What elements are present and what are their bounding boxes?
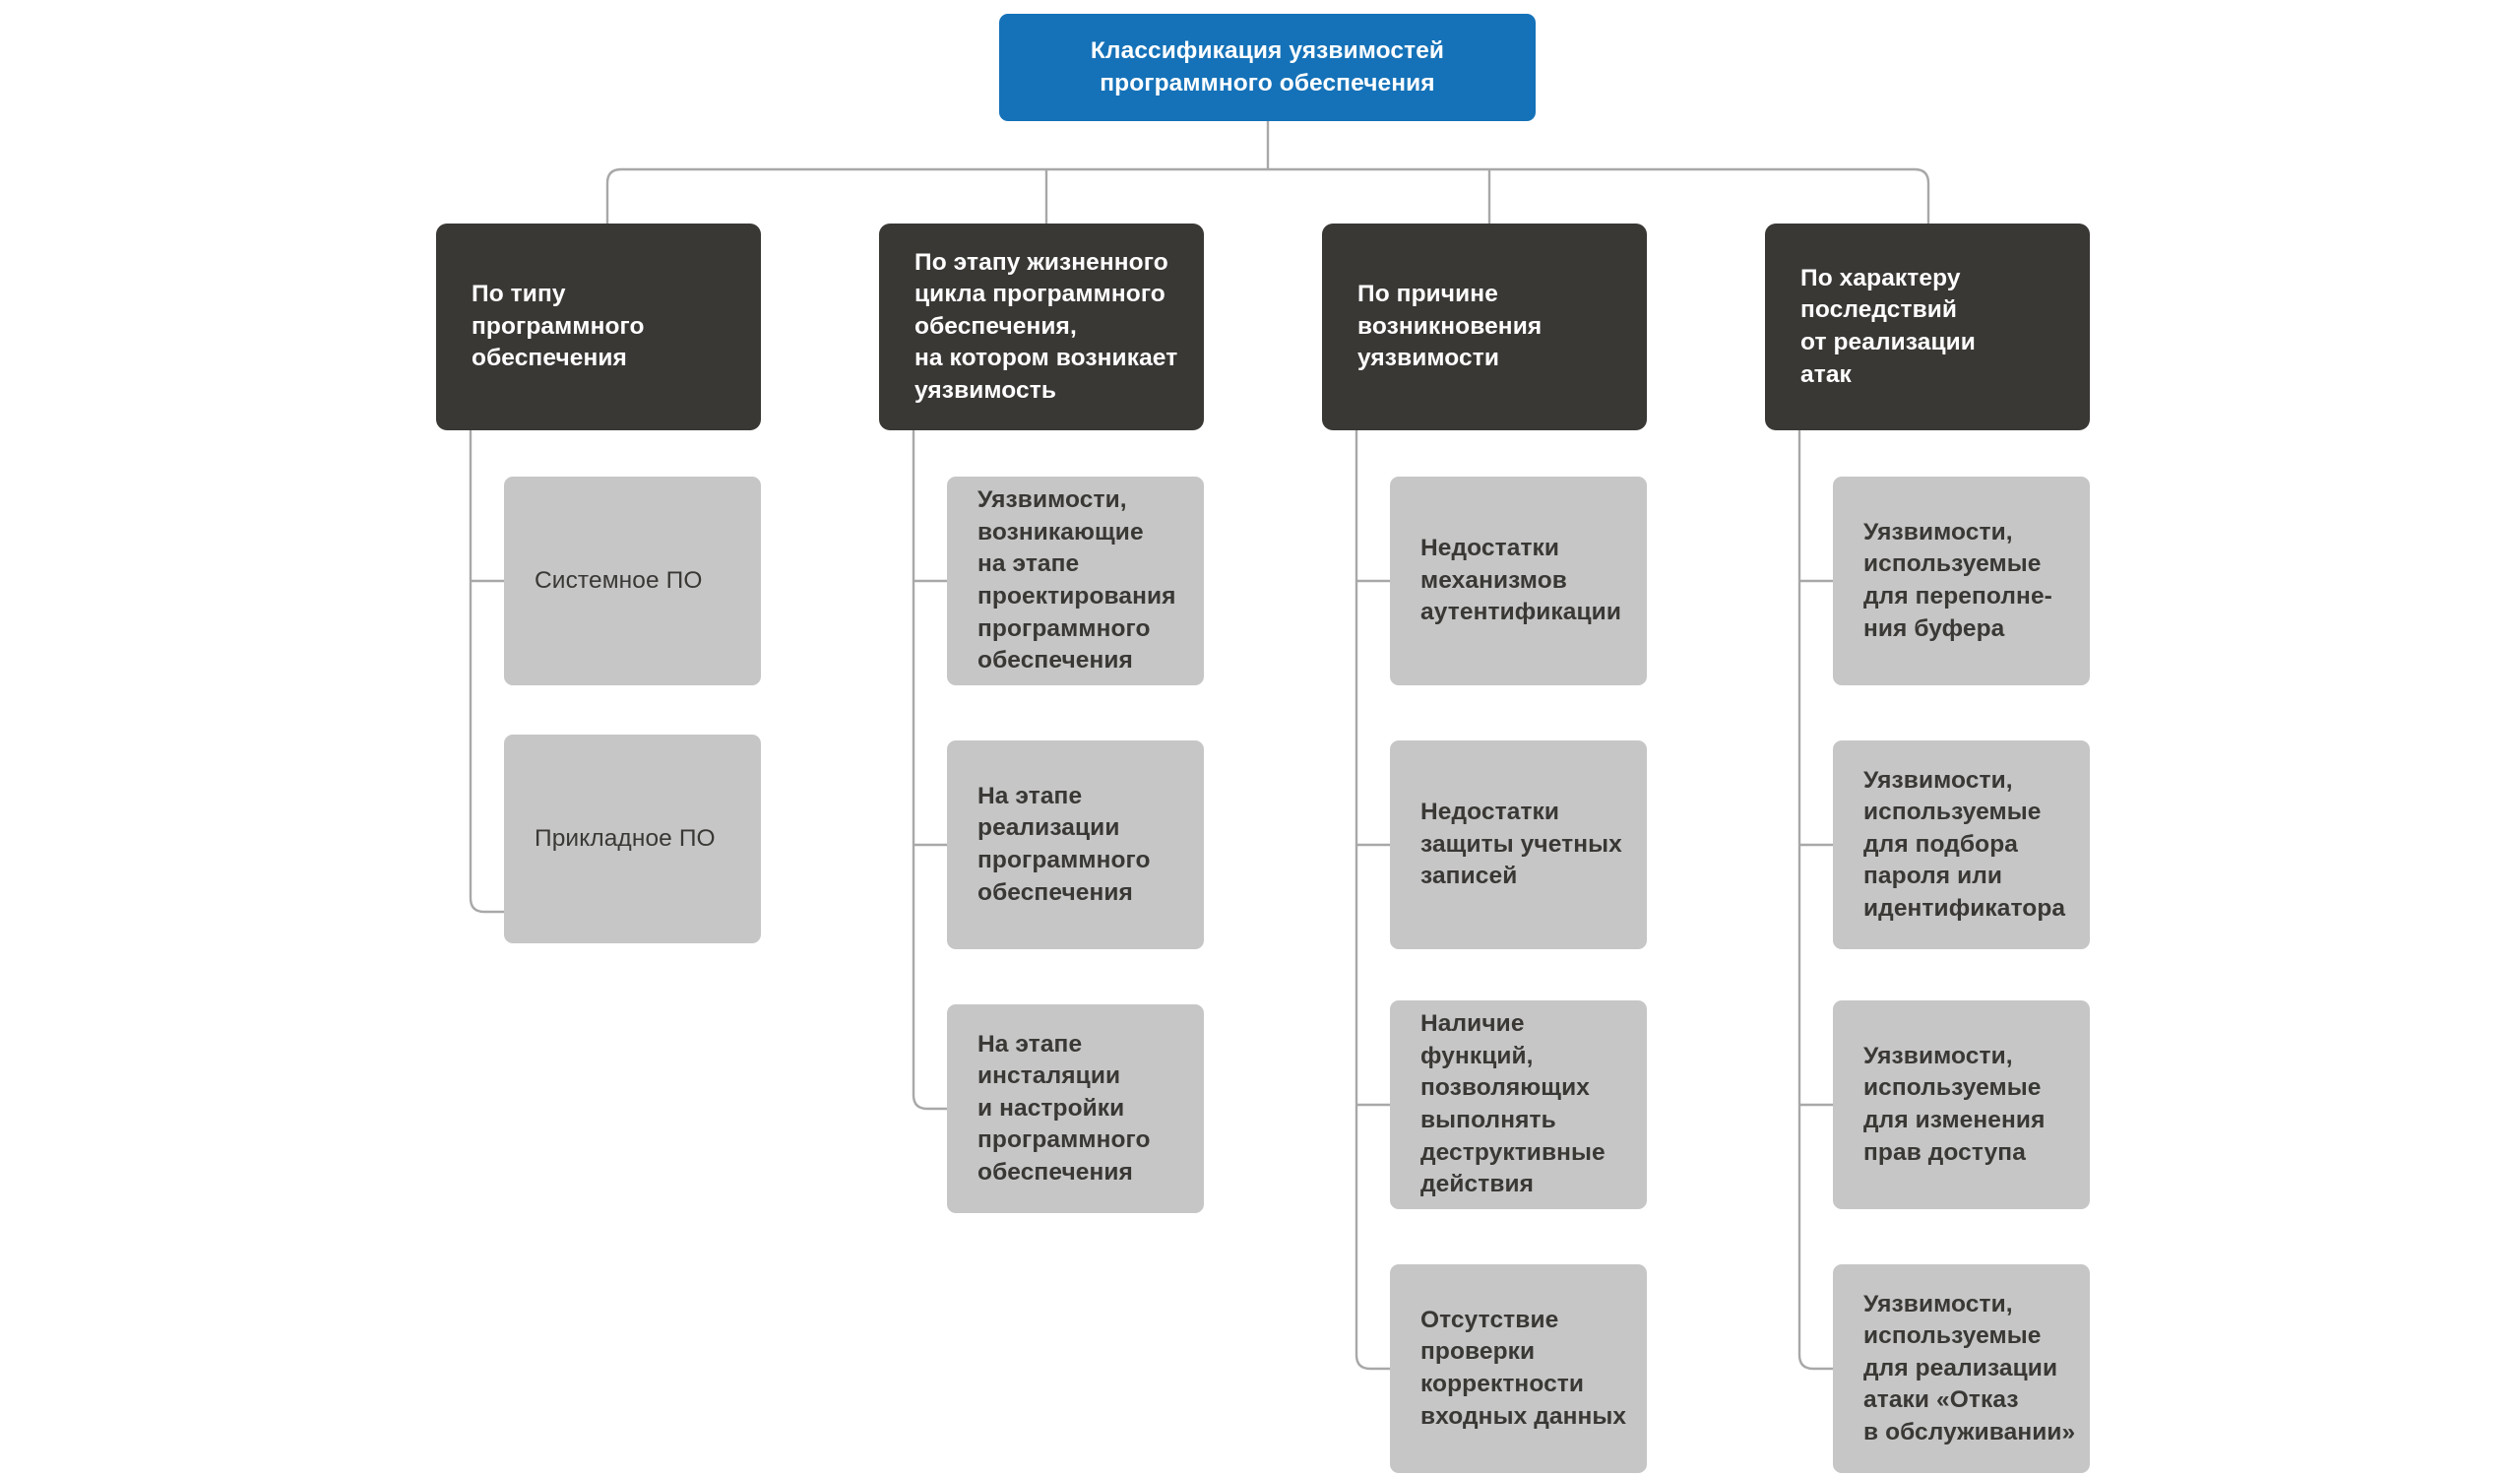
- connector-col2-trunk: [912, 430, 947, 1111]
- leaf-node-2-3-label: На этапе инсталяции и настройки программ…: [977, 1030, 1151, 1186]
- category-node-3-label: По причине возникновения уязвимости: [1357, 281, 1543, 372]
- connector-col1-trunk: [469, 430, 504, 914]
- leaf-node-3-2-label: Недостатки защиты учетных записей: [1420, 799, 1622, 890]
- leaf-node-4-4[interactable]: Уязвимости, используемые для реализации …: [1833, 1264, 2090, 1473]
- root-node-label: Классификация уязвимостей программного о…: [1090, 36, 1445, 96]
- leaf-node-4-3[interactable]: Уязвимости, используемые для изменения п…: [1833, 1000, 2090, 1209]
- leaf-node-2-2-label: На этапе реализации программного обеспеч…: [977, 782, 1151, 906]
- leaf-node-3-4[interactable]: Отсутствие проверки корректности входных…: [1390, 1264, 1647, 1473]
- leaf-node-1-1[interactable]: Системное ПО: [504, 477, 761, 685]
- leaf-node-4-1[interactable]: Уязвимости, используемые для переполне- …: [1833, 477, 2090, 685]
- leaf-node-4-2[interactable]: Уязвимости, используемые для подбора пар…: [1833, 740, 2090, 949]
- leaf-node-1-1-label: Системное ПО: [535, 566, 703, 594]
- connector-col3-trunk: [1354, 430, 1390, 1371]
- root-node[interactable]: Классификация уязвимостей программного о…: [999, 14, 1536, 121]
- leaf-node-3-3[interactable]: Наличие функций, позволяющих выполнять д…: [1390, 1000, 1647, 1209]
- leaf-node-3-3-label: Наличие функций, позволяющих выполнять д…: [1420, 1010, 1606, 1198]
- leaf-node-3-1[interactable]: Недостатки механизмов аутентификации: [1390, 477, 1647, 685]
- leaf-node-2-3[interactable]: На этапе инсталяции и настройки программ…: [947, 1004, 1204, 1213]
- leaf-node-3-2[interactable]: Недостатки защиты учетных записей: [1390, 740, 1647, 949]
- category-node-4[interactable]: По характеру последствий от реализации а…: [1765, 224, 2090, 430]
- connector-root-bus: [605, 167, 1930, 224]
- category-node-1[interactable]: По типу программного обеспечения: [436, 224, 761, 430]
- category-node-2[interactable]: По этапу жизненного цикла программного о…: [879, 224, 1204, 430]
- leaf-node-2-2[interactable]: На этапе реализации программного обеспеч…: [947, 740, 1204, 949]
- connector-col4-trunk: [1797, 430, 1833, 1371]
- leaf-node-4-2-label: Уязвимости, используемые для подбора пар…: [1863, 766, 2066, 922]
- leaf-node-2-1[interactable]: Уязвимости, возникающие на этапе проекти…: [947, 477, 1204, 685]
- category-node-2-label: По этапу жизненного цикла программного о…: [914, 248, 1178, 404]
- leaf-node-1-2-label: Прикладное ПО: [535, 824, 716, 852]
- leaf-node-4-3-label: Уязвимости, используемые для изменения п…: [1863, 1042, 2046, 1166]
- leaf-node-4-1-label: Уязвимости, используемые для переполне- …: [1863, 518, 2052, 642]
- leaf-node-1-2[interactable]: Прикладное ПО: [504, 735, 761, 943]
- leaf-node-3-1-label: Недостатки механизмов аутентификации: [1420, 535, 1622, 626]
- category-node-4-label: По характеру последствий от реализации а…: [1800, 264, 1976, 388]
- leaf-node-2-1-label: Уязвимости, возникающие на этапе проекти…: [977, 486, 1176, 674]
- leaf-node-3-4-label: Отсутствие проверки корректности входных…: [1420, 1306, 1627, 1430]
- category-node-3[interactable]: По причине возникновения уязвимости: [1322, 224, 1647, 430]
- category-node-1-label: По типу программного обеспечения: [472, 281, 645, 372]
- leaf-node-4-4-label: Уязвимости, используемые для реализации …: [1863, 1290, 2076, 1445]
